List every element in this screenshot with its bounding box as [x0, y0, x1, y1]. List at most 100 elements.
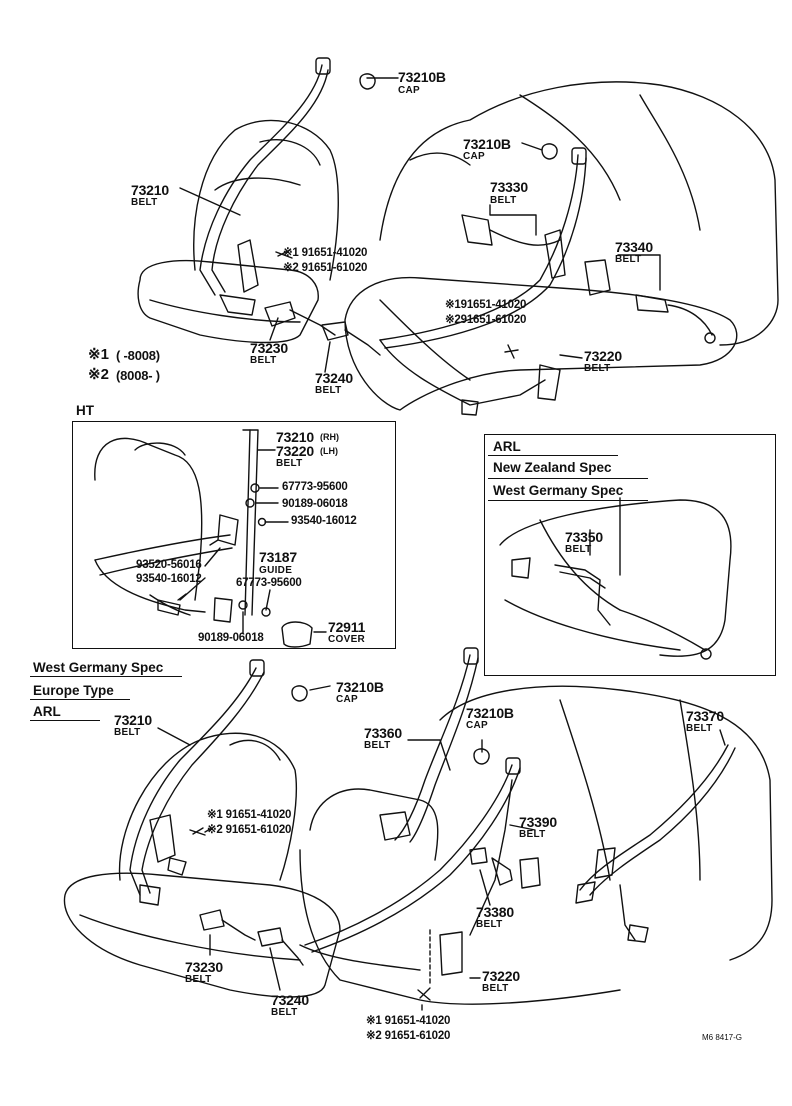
top-part-73220: 73220: [584, 348, 622, 364]
bottom-part-73210b: 73210B: [336, 679, 384, 695]
top-belt-73340: [584, 259, 611, 296]
bottom-belt-73360: [394, 654, 471, 841]
ht-part-cover: 72911: [328, 619, 366, 635]
note-2-mark: ※2: [88, 366, 109, 383]
ht-seat-back: [94, 437, 203, 601]
top-part-73230: 73230: [250, 340, 288, 356]
bottom-part-73240-name: BELT: [271, 1007, 298, 1018]
top-part-73210b-name: CAP: [398, 85, 421, 96]
bottom-buckle-73240: [257, 927, 284, 947]
bottom-part-73210-name: BELT: [114, 727, 141, 738]
bottom-label-2: Europe Type: [33, 683, 114, 698]
bottom-bolt2-2-label: ※2 91651-61020: [366, 1030, 451, 1042]
ht-part-e: 93540-16012: [136, 573, 202, 585]
ht-part-guide: 73187: [259, 549, 297, 565]
footer-code: M6 8417-G: [702, 1033, 743, 1042]
top-part-73220-name: BELT: [584, 363, 611, 374]
top-buckle-73240: [321, 321, 349, 341]
top-bolt-2: [504, 344, 519, 359]
ht-part-b: 90189-06018: [282, 498, 348, 510]
top-part-73230-name: BELT: [250, 355, 277, 366]
arl-part-73350: 73350: [565, 529, 603, 545]
bottom-bolt2-1-label: ※1 91651-41020: [366, 1015, 451, 1027]
bottom-belt-73390: [469, 847, 488, 865]
bottom-divider-3: [30, 720, 100, 721]
ht-part-73210: 73210: [276, 429, 314, 445]
ht-part-c: 93540-16012: [291, 515, 357, 527]
bottom-divider-1: [30, 676, 182, 677]
top-rear-seat-back: [379, 81, 779, 346]
ht-part-a: 67773-95600: [282, 481, 348, 493]
ht-part-guide-name: GUIDE: [259, 565, 293, 576]
top-part-73210b-2-name: CAP: [463, 151, 486, 162]
ht-part-73210-side: (RH): [320, 432, 339, 442]
top-front-seat-cushion: [137, 259, 319, 344]
ht-box: [72, 421, 396, 649]
bottom-rear-seat-big: [439, 685, 773, 961]
note-1-mark: ※1: [88, 346, 109, 363]
top-belt-73210: [199, 64, 323, 296]
bottom-part-73210b-2-name: CAP: [466, 720, 489, 731]
top-part-73340: 73340: [615, 239, 653, 255]
top-part-73330: 73330: [490, 179, 528, 195]
bottom-divider-2: [30, 699, 130, 700]
ht-fastener-g: [238, 600, 248, 610]
arl-divider-3: [488, 500, 648, 501]
bottom-belt-73210: [129, 667, 257, 896]
arl-part-73350-name: BELT: [565, 544, 592, 555]
arl-divider-1: [488, 455, 618, 456]
ht-belt: [249, 429, 259, 616]
top-rear-seat-cushion: [344, 276, 738, 411]
ht-part-73220: 73220: [276, 443, 314, 459]
bottom-part-73230-name: BELT: [185, 974, 212, 985]
bottom-belt-73220: [304, 764, 513, 946]
top-part-73210b: 73210B: [398, 69, 446, 85]
bottom-part-73360-name: BELT: [364, 740, 391, 751]
top-part-73210b-2: 73210B: [463, 136, 511, 152]
bottom-part-73230: 73230: [185, 959, 223, 975]
ht-part-g: 90189-06018: [198, 632, 264, 644]
arl-divider-2: [488, 478, 648, 479]
bottom-bolt-2: [417, 987, 431, 1001]
bottom-part-73210b-name: CAP: [336, 694, 359, 705]
bottom-label-3: ARL: [33, 704, 61, 719]
bottom-part-73220-name: BELT: [482, 983, 509, 994]
arl-belt-73350: [511, 557, 531, 579]
top-belt-73330: [461, 214, 493, 246]
ht-seat-cushion: [94, 559, 206, 613]
arl-seat: [499, 499, 732, 657]
ht-cover-72911: [281, 621, 313, 648]
ht-part-d: 93520-56016: [136, 559, 202, 571]
ht-part-73220-side: (LH): [320, 446, 338, 456]
bottom-cap-73210b: [291, 685, 308, 702]
ht-part-cover-name: COVER: [328, 634, 366, 645]
top-part-73240: 73240: [315, 370, 353, 386]
bottom-part-73370: 73370: [686, 708, 724, 724]
top-part-73210: 73210: [131, 182, 169, 198]
bottom-part-73240: 73240: [271, 992, 309, 1008]
bottom-bolt-1: [189, 827, 206, 836]
bottom-part-73220: 73220: [482, 968, 520, 984]
bottom-bolt-1-label: ※1 91651-41020: [207, 809, 292, 821]
top-part-73340-name: BELT: [615, 254, 642, 265]
arl-label-2: New Zealand Spec: [493, 460, 612, 475]
bottom-label-1: West Germany Spec: [33, 660, 164, 675]
top-belt-73220: [379, 154, 579, 341]
ht-part-name: BELT: [276, 458, 303, 469]
bottom-part-73370-name: BELT: [686, 723, 713, 734]
top-part-73240-name: BELT: [315, 385, 342, 396]
top-bolt-1: [275, 249, 293, 259]
bottom-bolt-2-label: ※2 91651-61020: [207, 824, 292, 836]
top-part-73330-name: BELT: [490, 195, 517, 206]
bottom-part-73210: 73210: [114, 712, 152, 728]
bottom-rear-seat-back: [309, 788, 439, 861]
bottom-belt-73370: [579, 744, 729, 891]
top-cap-73210b: [359, 73, 376, 90]
note-2-range: (8008- ): [116, 368, 160, 383]
ht-title: HT: [76, 403, 94, 418]
top-bolt-2-label: ※2 91651-61020: [283, 262, 368, 274]
arl-label-3: West Germany Spec: [493, 483, 624, 498]
bottom-part-73380: 73380: [476, 904, 514, 920]
bottom-buckle-73230: [199, 909, 225, 931]
ht-part-f: 67773-95600: [236, 577, 302, 589]
